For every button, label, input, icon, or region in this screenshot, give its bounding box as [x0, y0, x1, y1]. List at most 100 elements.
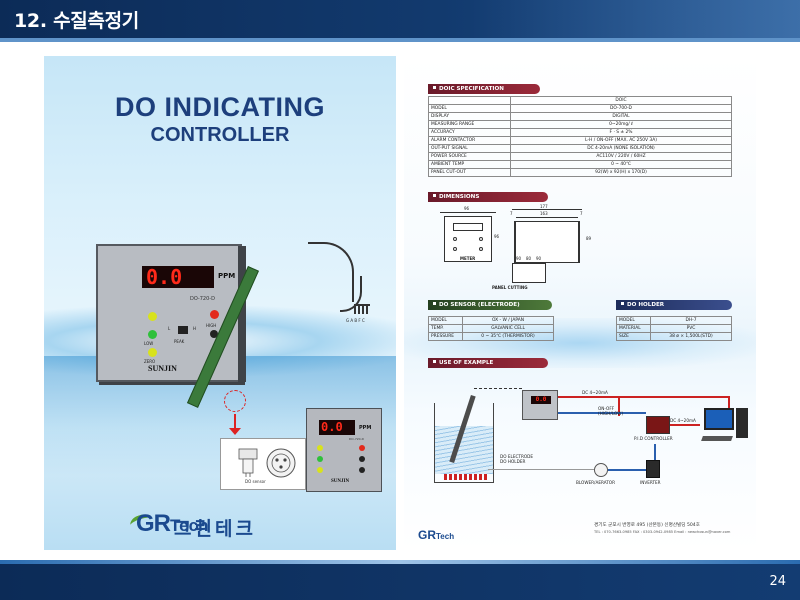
- table-cell: DH-7: [650, 316, 732, 325]
- logo-tech: Tech: [170, 516, 209, 535]
- aeration-tank: [434, 403, 494, 483]
- slide-header: 12. 수질측정기: [0, 0, 800, 38]
- meter-small-brand: SUNJIN: [331, 479, 350, 484]
- table-cell: AC110V / 220V / 60HZ: [510, 152, 732, 161]
- page-number: 24: [769, 574, 786, 589]
- air-pipe: [488, 469, 594, 470]
- sensor-label: DO sensor: [245, 479, 266, 484]
- blower-icon: [594, 463, 608, 477]
- led-indicator: [148, 348, 157, 357]
- knob-icon: [359, 456, 365, 462]
- inverter-icon: [646, 460, 660, 478]
- led-indicator: [317, 445, 323, 451]
- keyboard-icon: [701, 436, 733, 441]
- brochure-title-line2: CONTROLLER: [150, 124, 290, 146]
- signal-line-red: [618, 396, 728, 398]
- table-cell: MATERIAL: [616, 324, 651, 333]
- dimension-value: 7: [510, 211, 513, 216]
- logo-gr: GR: [136, 510, 171, 537]
- dimension-value: 96: [494, 234, 500, 239]
- signal-label: DC 4~20mA: [582, 390, 608, 395]
- arrow-down-icon: [229, 428, 241, 435]
- onoff-label: ON-OFF (HIGH/LOW): [598, 406, 624, 416]
- tank-water: [435, 426, 493, 474]
- section-title: DO SENSOR (ELECTRODE): [439, 302, 520, 308]
- pid-label: P.I.D CONTROLLER: [634, 436, 673, 441]
- dimension-value: 89: [586, 236, 592, 241]
- arrow-down-icon: [234, 414, 236, 430]
- bullet-square-icon: [433, 194, 436, 197]
- blower-label: BLOWER/AERATOR: [576, 480, 616, 485]
- connector-icon: [354, 304, 370, 314]
- table-cell: DISPLAY: [428, 112, 511, 121]
- brochure-title-line1: DO INDICATING: [115, 92, 325, 122]
- led-alarm-indicator: [359, 445, 365, 451]
- knob-icon: [359, 467, 365, 473]
- mini-meter-display: 0.0: [531, 396, 551, 404]
- table-cell: 0~20mg/ ℓ: [510, 120, 732, 129]
- logo-korean-name: 그린테크: [174, 518, 256, 540]
- led-outline-icon: [479, 237, 483, 241]
- table-cell: [428, 96, 511, 105]
- table-cell: SIZE: [616, 332, 651, 341]
- table-cell: L-H / ON-OFF (MAX. AC 250V 3A): [510, 136, 732, 145]
- table-header-cell: DOIC: [510, 96, 732, 105]
- table-cell: 0 ~ 35℃ (THERMISTOR): [462, 332, 554, 341]
- table-cell: PVC: [650, 324, 732, 333]
- knob-icon: [210, 330, 218, 338]
- table-row: TEMP.GALVANIC CELL: [428, 324, 554, 333]
- diffuser-icon: [444, 474, 488, 480]
- display-outline: [453, 223, 483, 231]
- dimension-value: 90: [536, 256, 542, 261]
- table-cell: MODEL: [616, 316, 651, 325]
- footer-accent-line: [0, 560, 800, 564]
- led-indicator: [317, 467, 323, 473]
- meter-model-label: DO-720-D: [190, 296, 215, 302]
- table-cell: MODEL: [428, 104, 511, 113]
- meter-side-panel: [238, 246, 246, 382]
- meter-label: H: [193, 326, 197, 331]
- section-header-holder: DO HOLDER: [616, 300, 732, 310]
- table-row: DOIC: [428, 96, 732, 105]
- signal-line-blue: [608, 469, 646, 471]
- bullet-square-icon: [433, 302, 436, 305]
- meter-small-unit: PPM: [359, 425, 372, 431]
- meter-unit: PPM: [218, 272, 236, 280]
- electrode-label: DO ELECTRODE DO HOLDER: [500, 454, 534, 464]
- panel-cutting-drawing: [512, 263, 546, 283]
- dimension-value: 90: [516, 256, 522, 261]
- header-accent-strip: [0, 38, 800, 42]
- meter-side-drawing: [514, 221, 580, 263]
- table-cell: MODEL: [428, 316, 463, 325]
- led-indicator: [317, 456, 323, 462]
- section-header-use-example: USE OF EXAMPLE: [428, 358, 548, 368]
- section-header-spec: DOIC SPECIFICATION: [428, 84, 540, 94]
- slide-title: 12. 수질측정기: [14, 10, 139, 32]
- sensor-icon: [238, 448, 296, 478]
- probe-tip-highlight: [224, 390, 246, 412]
- table-cell: F · S ± 2%: [510, 128, 732, 137]
- probe-cable: [308, 242, 354, 302]
- meter-label: HIGH: [206, 323, 217, 328]
- table-cell: ACCURACY: [428, 128, 511, 137]
- meter-label: L: [168, 326, 171, 331]
- controller-meter-icon: 0.0: [522, 390, 558, 420]
- inverter-label: INVERTER: [640, 480, 661, 485]
- signal-line-blue: [558, 412, 646, 414]
- slide-footer: [0, 564, 800, 600]
- table-cell: GALVANIC CELL: [462, 324, 554, 333]
- computer-tower-icon: [736, 408, 748, 438]
- grtech-logo-small: GRTech: [418, 524, 454, 543]
- section-title: USE OF EXAMPLE: [439, 360, 494, 366]
